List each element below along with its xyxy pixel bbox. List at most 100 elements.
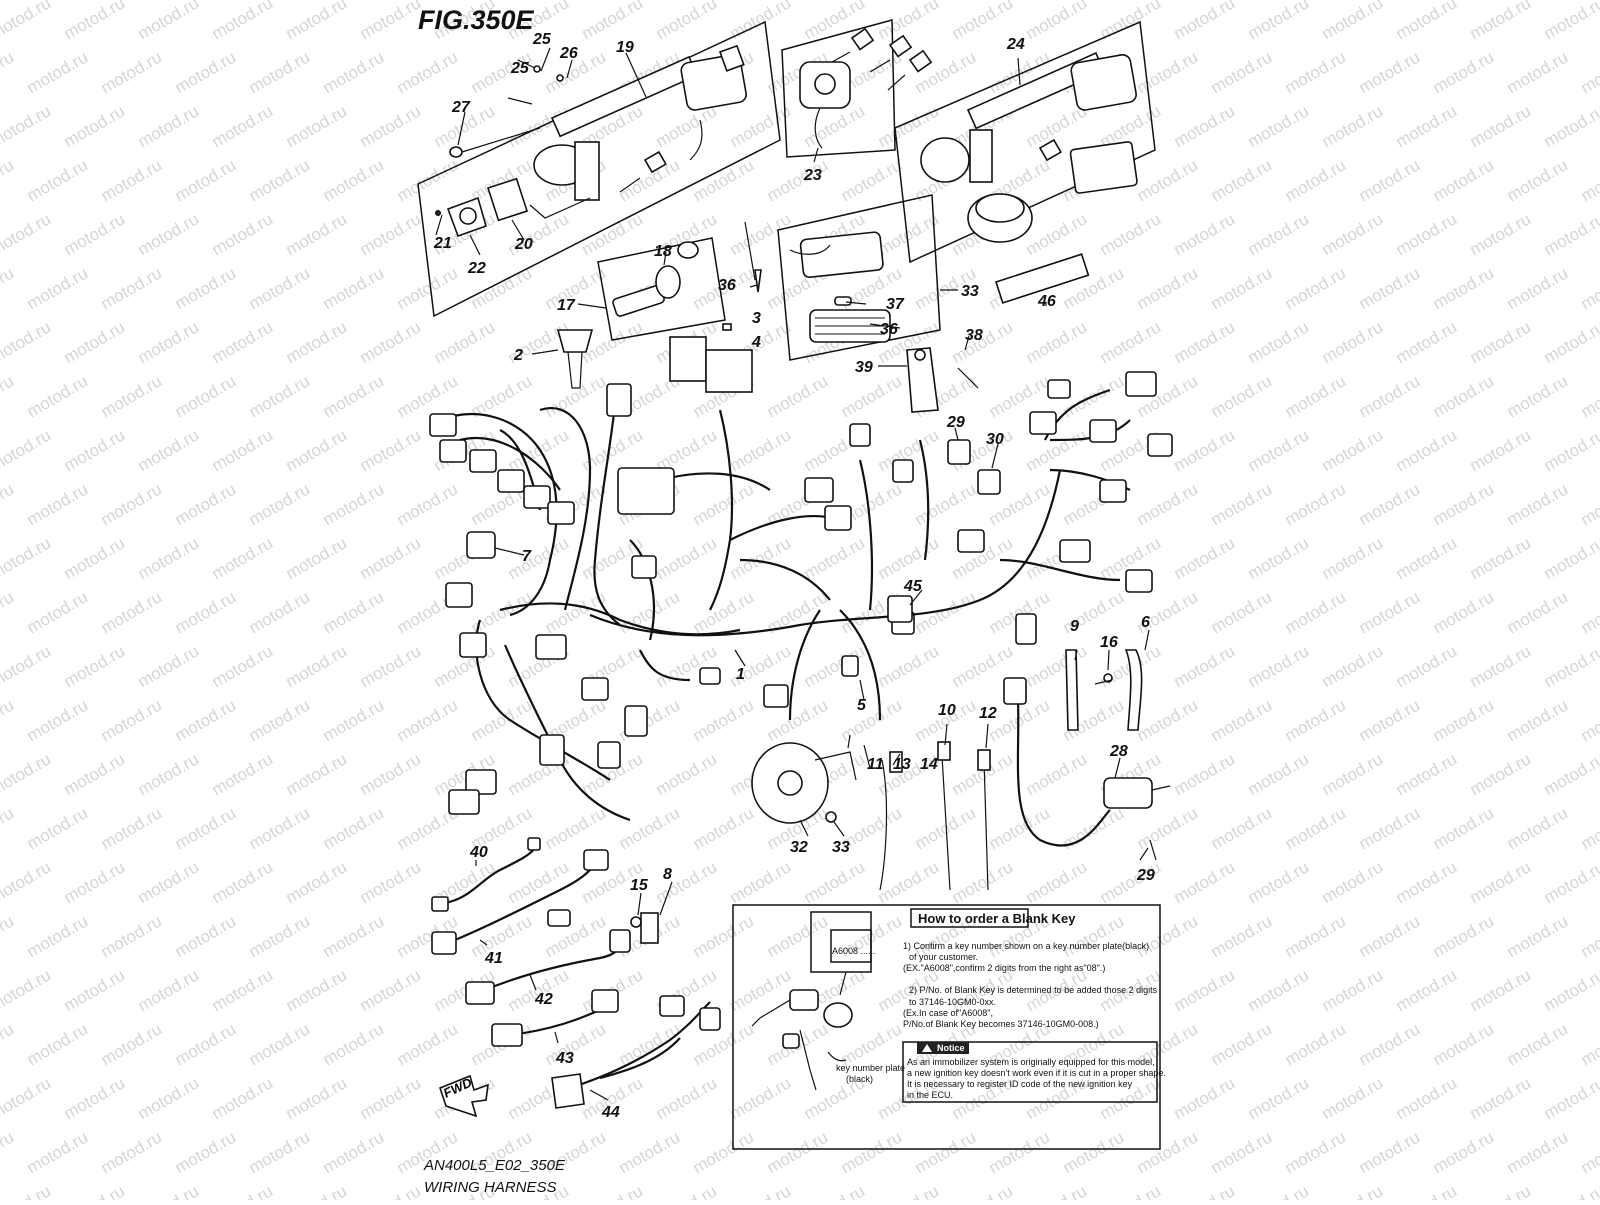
watermark-text: motod.ru	[431, 317, 499, 367]
watermark-text: motod.ru	[1245, 965, 1313, 1015]
watermark-text: motod.ru	[0, 209, 54, 259]
watermark-text: motod.ru	[0, 479, 17, 529]
watermark-text: motod.ru	[357, 857, 425, 907]
watermark-text: motod.ru	[1541, 1181, 1600, 1200]
watermark-text: motod.ru	[1097, 209, 1165, 259]
watermark-text: motod.ru	[1319, 1073, 1387, 1123]
watermark-text: motod.ru	[1245, 209, 1313, 259]
watermark-text: motod.ru	[690, 1127, 758, 1177]
watermark-text: motod.ru	[653, 101, 721, 151]
watermark-text: motod.ru	[1578, 155, 1600, 205]
watermark-text: motod.ru	[838, 1019, 906, 1069]
watermark-text: motod.ru	[1393, 209, 1461, 259]
watermark-text: motod.ru	[98, 1019, 166, 1069]
watermark-text: motod.ru	[1393, 425, 1461, 475]
watermark-text: motod.ru	[209, 0, 277, 43]
notice-label: Notice	[937, 1043, 965, 1053]
watermark-text: motod.ru	[246, 47, 314, 97]
watermark-text: motod.ru	[653, 0, 721, 43]
watermark-text: motod.ru	[838, 1127, 906, 1177]
watermark-text: motod.ru	[24, 1127, 92, 1177]
part-label: 18	[654, 243, 672, 260]
watermark-text: motod.ru	[246, 1019, 314, 1069]
watermark-text: motod.ru	[357, 965, 425, 1015]
watermark-text: motod.ru	[0, 533, 54, 583]
watermark-text: motod.ru	[1541, 641, 1600, 691]
watermark-text: motod.ru	[135, 965, 203, 1015]
watermark-text: motod.ru	[1541, 749, 1600, 799]
watermark-text: motod.ru	[1208, 695, 1276, 745]
watermark-text: motod.ru	[1541, 101, 1600, 151]
watermark-text: motod.ru	[98, 803, 166, 853]
watermark-text: motod.ru	[1356, 1127, 1424, 1177]
part-label: 2	[513, 347, 523, 364]
watermark-text: motod.ru	[579, 0, 647, 43]
watermark-text: motod.ru	[1208, 587, 1276, 637]
watermark-text: motod.ru	[209, 209, 277, 259]
watermark-text: motod.ru	[1504, 479, 1572, 529]
watermark-text: motod.ru	[1504, 1019, 1572, 1069]
watermark-text: motod.ru	[1467, 965, 1535, 1015]
watermark-text: motod.ru	[209, 101, 277, 151]
watermark-text: motod.ru	[1171, 1181, 1239, 1200]
watermark-text: motod.ru	[727, 1181, 795, 1200]
watermark-text: motod.ru	[1578, 803, 1600, 853]
watermark-text: motod.ru	[949, 0, 1017, 43]
watermark-text: motod.ru	[1245, 857, 1313, 907]
watermark-text: motod.ru	[1430, 155, 1498, 205]
watermark-text: motod.ru	[61, 209, 129, 259]
watermark-text: motod.ru	[135, 749, 203, 799]
watermark-text: motod.ru	[209, 749, 277, 799]
watermark-text: motod.ru	[320, 479, 388, 529]
watermark-text: motod.ru	[1393, 1073, 1461, 1123]
watermark-text: motod.ru	[24, 47, 92, 97]
watermark-text: motod.ru	[1541, 965, 1600, 1015]
part-label: 33	[961, 283, 979, 300]
watermark-text: motod.ru	[1245, 1073, 1313, 1123]
watermark-text: motod.ru	[0, 911, 17, 961]
watermark-text: motod.ru	[1171, 425, 1239, 475]
watermark-text: motod.ru	[283, 965, 351, 1015]
watermark-text: motod.ru	[1134, 479, 1202, 529]
watermark-text: motod.ru	[1023, 0, 1091, 43]
watermark-text: motod.ru	[1578, 587, 1600, 637]
watermark-text: motod.ru	[653, 749, 721, 799]
watermark-text: motod.ru	[1578, 47, 1600, 97]
watermark-text: motod.ru	[24, 371, 92, 421]
part-label: 5	[857, 697, 867, 714]
step1-line2: of your customer.	[909, 952, 978, 962]
notice-line3: It is necessary to register ID code of t…	[907, 1079, 1133, 1089]
watermark-text: motod.ru	[1282, 371, 1350, 421]
watermark-text: motod.ru	[24, 911, 92, 961]
watermark-text: motod.ru	[24, 587, 92, 637]
part-label: 36	[880, 321, 898, 338]
part-number-labels: 19 25 26 25 27 21 22 20 23 24 18 17 2 36…	[433, 31, 1155, 1121]
watermark-text: motod.ru	[172, 911, 240, 961]
watermark-text: motod.ru	[320, 911, 388, 961]
part-label: 32	[790, 839, 808, 856]
watermark-text: motod.ru	[1393, 533, 1461, 583]
watermark-text: motod.ru	[98, 47, 166, 97]
watermark-text: motod.ru	[1245, 0, 1313, 43]
part-label: 13	[893, 756, 911, 773]
watermark-text: motod.ru	[1171, 965, 1239, 1015]
watermark-text: motod.ru	[98, 911, 166, 961]
watermark-text: motod.ru	[1282, 1127, 1350, 1177]
watermark-text: motod.ru	[1319, 101, 1387, 151]
watermark-text: motod.ru	[1430, 1127, 1498, 1177]
watermark-text: motod.ru	[579, 209, 647, 259]
watermark-text: motod.ru	[1430, 47, 1498, 97]
watermark-text: motod.ru	[1208, 155, 1276, 205]
watermark-text: motod.ru	[1393, 641, 1461, 691]
watermark-text: motod.ru	[1467, 1181, 1535, 1200]
watermark-text: motod.ru	[1541, 0, 1600, 43]
part-label: 39	[855, 359, 873, 376]
step2-line3: (Ex.In case of"A6008",	[903, 1008, 993, 1018]
watermark-text: motod.ru	[1171, 641, 1239, 691]
watermark-text: motod.ru	[1541, 209, 1600, 259]
part-label: 36	[718, 277, 736, 294]
part-label: 9	[1070, 618, 1079, 635]
watermark-text: motod.ru	[690, 479, 758, 529]
watermark-text: motod.ru	[283, 1181, 351, 1200]
watermark-text: motod.ru	[357, 1181, 425, 1200]
